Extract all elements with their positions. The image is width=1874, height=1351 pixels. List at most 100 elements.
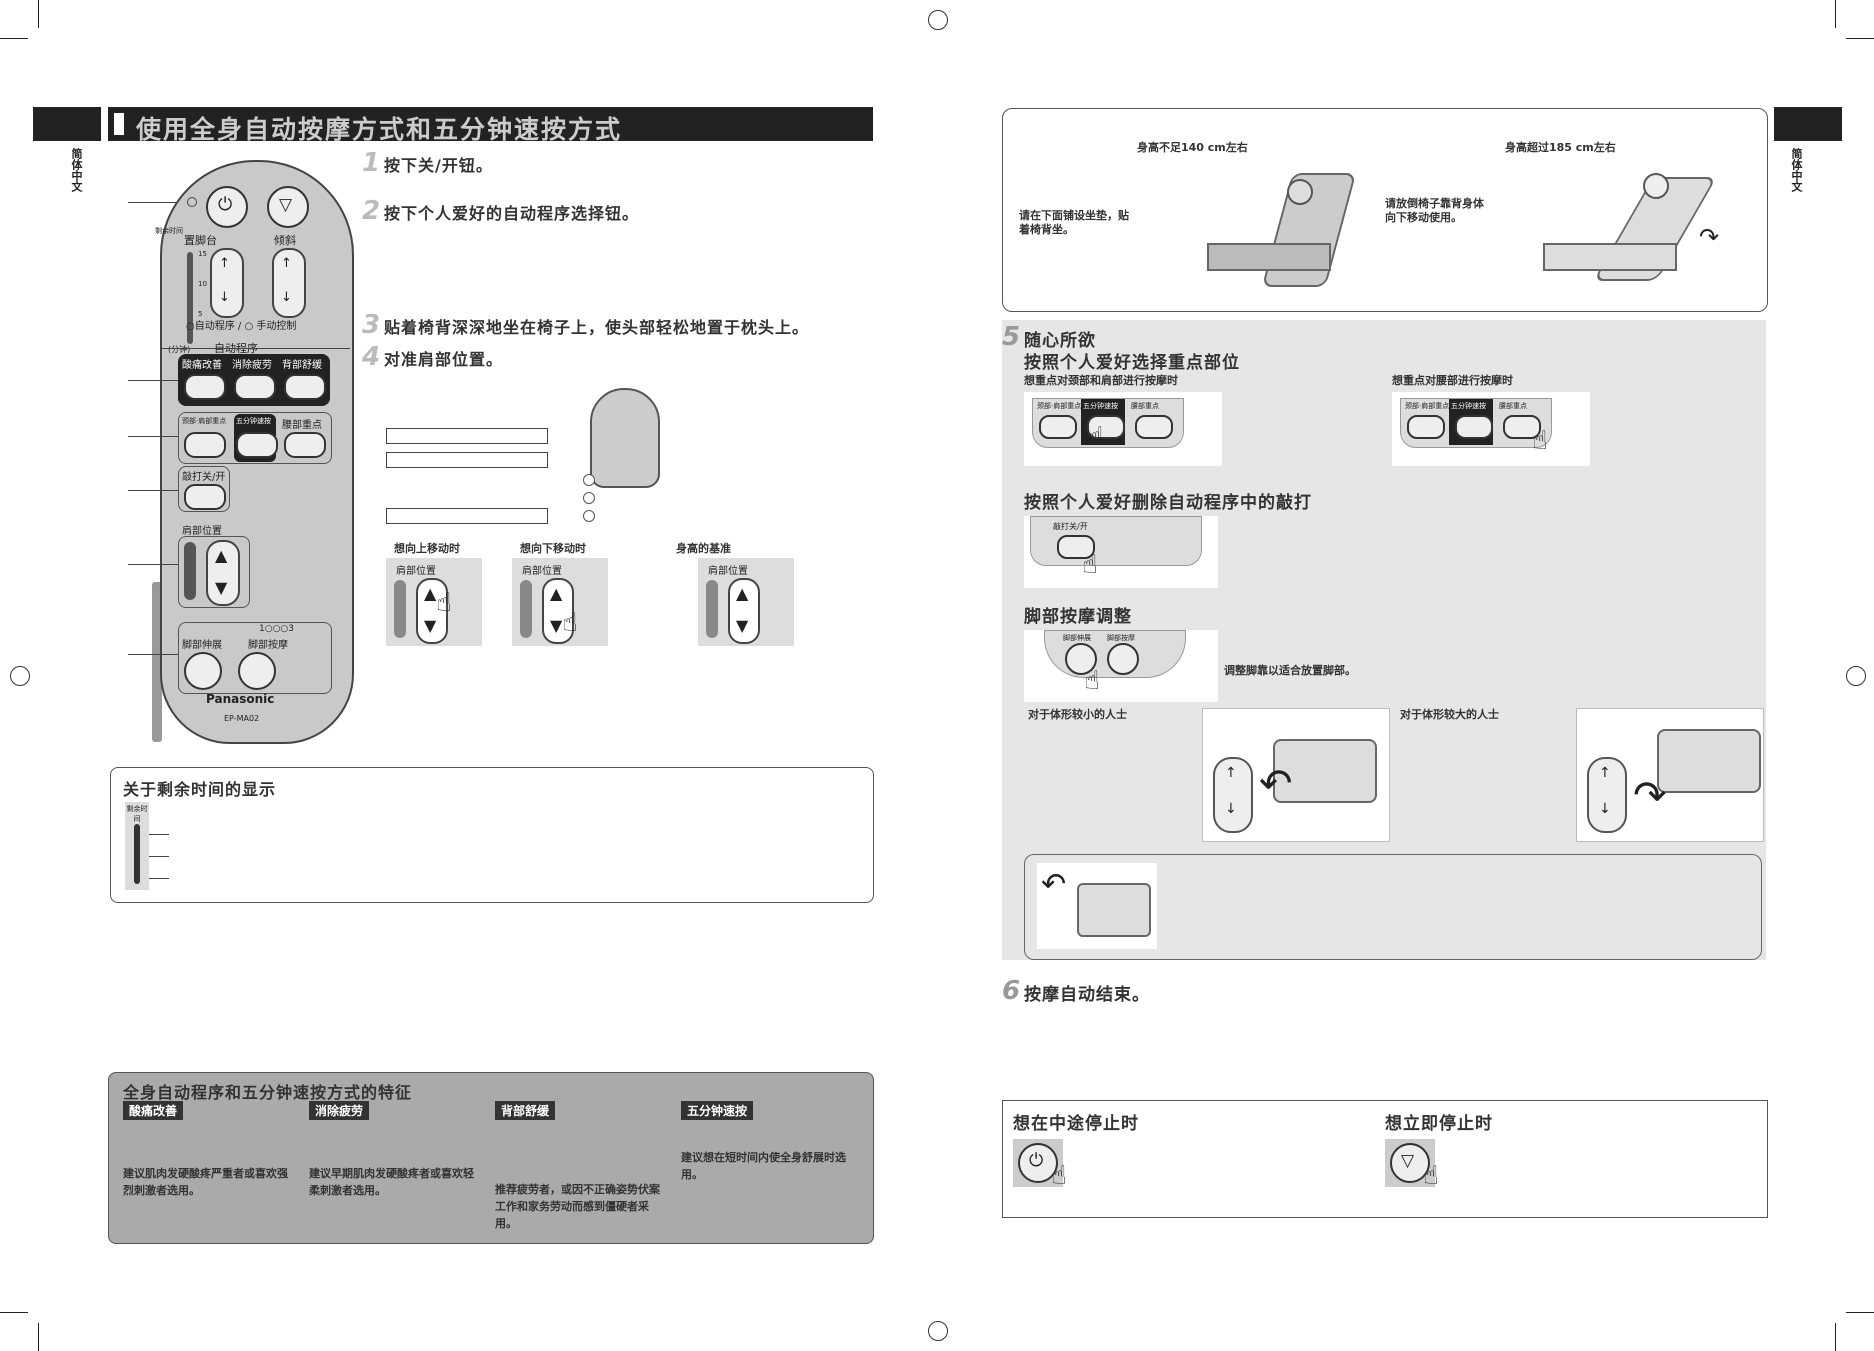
- foot-adjust-example: 脚部伸展 脚部按摩 ☝: [1024, 630, 1218, 702]
- recline-label: 倾斜: [274, 234, 296, 247]
- hand-pointer-icon: ☝: [1084, 666, 1100, 696]
- step-2-text: 按下个人爱好的自动程序选择钮。: [384, 204, 640, 223]
- feature-desc: 建议早期肌肉发硬酸疼者或喜欢轻柔刺激者选用。: [309, 1167, 474, 1197]
- registration-mark-icon: [10, 666, 30, 686]
- chair-tall-illustration: ↷: [1513, 163, 1719, 293]
- brand-logo: Panasonic: [206, 692, 275, 706]
- mini-neck-label: 颈部·肩部重点: [1037, 402, 1082, 410]
- point-marker: [583, 474, 595, 486]
- short-height-title: 身高不足140 cm左右: [1137, 141, 1248, 154]
- footrest-up-icon: ↑: [219, 256, 230, 271]
- model-label: EP-MA02: [224, 714, 260, 723]
- back-relax-button[interactable]: [284, 374, 326, 400]
- hand-pointer-icon: ☝: [436, 588, 452, 618]
- mini-neck-button[interactable]: [1039, 415, 1077, 439]
- step-3-text: 贴着椅背深深地坐在椅子上，使头部轻松地置于枕头上。: [384, 318, 810, 337]
- minutes-label: (分钟): [168, 345, 191, 354]
- footrest-note-box: ↶: [1024, 854, 1762, 960]
- features-title: 全身自动程序和五分钟速按方式的特征: [123, 1083, 413, 1102]
- remaining-time-box: 关于剩余时间的显示 剩余时间: [110, 767, 874, 903]
- mini-foot-stretch-label: 脚部伸展: [1063, 634, 1091, 642]
- mini-five-button[interactable]: [1455, 415, 1493, 439]
- step-2-number: 2: [362, 196, 381, 226]
- head-illustration: [590, 388, 660, 488]
- tap-off-example: 敲打关/开 ☝: [1024, 516, 1218, 588]
- five-minute-button[interactable]: [236, 432, 278, 458]
- neck-focus-label: 颈部·肩部重点: [182, 417, 227, 425]
- footrest-up-down-button[interactable]: ↑ ↓: [210, 248, 244, 318]
- shoulder-guide-button: ▲ ▼: [728, 578, 760, 644]
- mini-tap-button[interactable]: [1057, 535, 1095, 559]
- stop-button-example: ▽: [1385, 1139, 1435, 1187]
- shoulder-up-button[interactable]: ▲ ▼: [416, 578, 448, 644]
- remaining-time-indicator: 剩余时间: [125, 802, 149, 890]
- footrest-small-illustration: ↑ ↓ ↶: [1202, 708, 1390, 842]
- pain-relief-button[interactable]: [184, 374, 226, 400]
- step-4-text: 对准肩部位置。: [384, 350, 504, 369]
- neck-focus-title: 想重点对颈部和肩部进行按摩时: [1024, 374, 1178, 387]
- mini-foot-stretch-button[interactable]: [1065, 643, 1097, 675]
- foot-stretch-button[interactable]: [184, 652, 222, 690]
- tick-10: 10: [198, 280, 207, 288]
- step-1-text: 按下关/开钮。: [384, 156, 493, 175]
- tap-toggle-button[interactable]: [184, 484, 226, 510]
- stop-box: 想在中途停止时 ⏻ ☝ 想立即停止时 ▽ ☝: [1002, 1100, 1768, 1218]
- feature-desc: 推荐疲劳者，或因不正确姿势伏案工作和家务劳动而感到僵硬者采用。: [495, 1183, 660, 1230]
- step-5-sub3: 脚部按摩调整: [1024, 607, 1132, 627]
- foot-massage-button[interactable]: [238, 652, 276, 690]
- tick-5: 5: [198, 310, 203, 318]
- crop-mark: [1846, 1312, 1874, 1313]
- time-indicator: [187, 252, 193, 344]
- hand-pointer-icon: ☝: [562, 608, 578, 638]
- shoulder-position-indicator: [184, 542, 196, 600]
- mini-five-button[interactable]: [1087, 415, 1125, 439]
- power-button[interactable]: ⏻: [1018, 1143, 1058, 1183]
- footrest-up-icon: ↑: [1599, 765, 1611, 781]
- callout-line: [128, 380, 178, 381]
- mini-waist-label: 腰部重点: [1131, 402, 1159, 410]
- stop-button[interactable]: ▽: [1390, 1143, 1430, 1183]
- shoulder-down-button[interactable]: ▲ ▼: [542, 578, 574, 644]
- up-arrow-icon: ▲: [550, 584, 563, 603]
- fatigue-label: 消除疲劳: [232, 360, 272, 371]
- hand-pointer-icon: ☝: [1051, 1161, 1067, 1191]
- hand-pointer-icon: ☝: [1423, 1161, 1439, 1191]
- feature-tag: 消除疲劳: [309, 1101, 370, 1120]
- side-tab-label: 简体中文: [70, 148, 83, 192]
- stop-button[interactable]: ▽: [267, 186, 309, 228]
- short-height-desc: 请在下面铺设坐垫，贴着椅背坐。: [1019, 209, 1129, 236]
- mini-neck-button[interactable]: [1407, 415, 1445, 439]
- curved-down-arrow-icon: ↷: [1633, 773, 1667, 819]
- mini-waist-button[interactable]: [1503, 415, 1541, 439]
- recline-arrow-icon: ↷: [1699, 223, 1720, 251]
- shoulder-panel-label: 肩部位置: [396, 566, 436, 577]
- power-button[interactable]: ⏻: [206, 186, 248, 228]
- footrest-down-icon: ↓: [1599, 801, 1611, 817]
- mini-waist-button[interactable]: [1135, 415, 1173, 439]
- footrest-label: 置脚台: [184, 234, 217, 247]
- recline-up-down-button[interactable]: ↑ ↓: [272, 248, 306, 318]
- right-header-tab: [1774, 107, 1842, 141]
- hand-pointer-icon: ☝: [1532, 426, 1548, 456]
- fatigue-button[interactable]: [234, 374, 276, 400]
- step-3-number: 3: [362, 310, 381, 340]
- step-5-title: 随心所欲: [1024, 331, 1096, 351]
- feature-desc: 建议肌肉发硬酸疼严重者或喜欢强烈刺激者选用。: [123, 1167, 288, 1197]
- neck-focus-button[interactable]: [184, 432, 226, 458]
- registration-mark-icon: [1846, 666, 1866, 686]
- waist-focus-button[interactable]: [284, 432, 326, 458]
- curved-up-arrow-icon: ↶: [1259, 761, 1293, 807]
- label-box: [386, 428, 548, 444]
- step-6-number: 6: [1002, 976, 1021, 1006]
- foot-stretch-label: 脚部伸展: [182, 640, 222, 651]
- large-person-label: 对于体形较大的人士: [1400, 708, 1499, 721]
- remaining-time-title: 关于剩余时间的显示: [123, 780, 277, 799]
- mini-foot-massage-button[interactable]: [1107, 643, 1139, 675]
- crop-mark: [0, 1312, 28, 1313]
- hand-pointer-icon: ☝: [1082, 550, 1098, 580]
- shoulder-position-button[interactable]: ▲ ▼: [206, 540, 240, 606]
- waist-focus-label: 腰部重点: [282, 420, 322, 431]
- callout-line: [128, 654, 178, 655]
- crop-mark: [1835, 1323, 1836, 1351]
- chair-short-illustration: [1167, 163, 1367, 293]
